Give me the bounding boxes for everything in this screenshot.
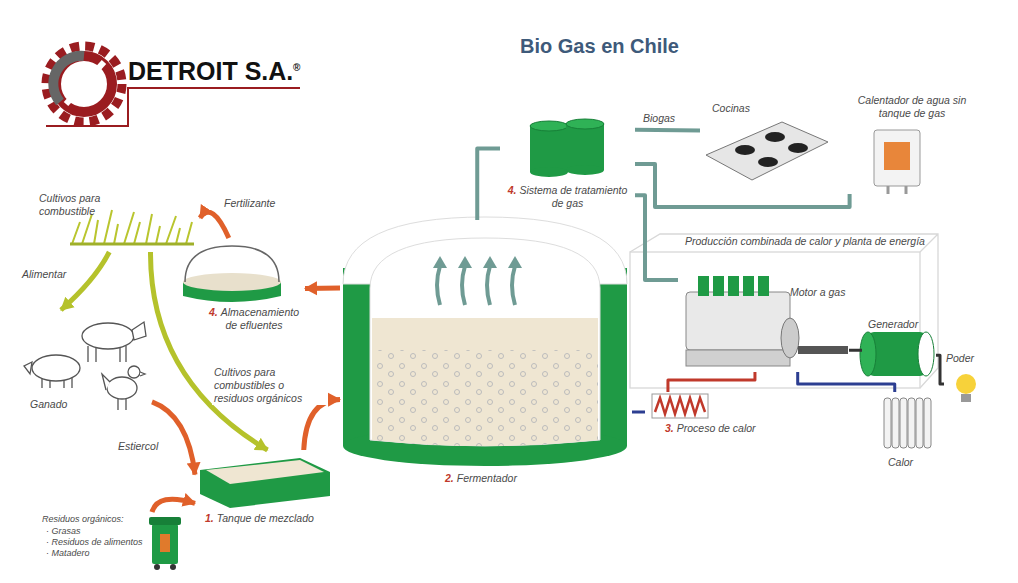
callout-number: 3. [665,422,674,434]
label-block: Poder [946,352,974,365]
label-block: Residuos orgánicos: [42,514,124,525]
label-block: 2.Fermentador [445,472,517,485]
gas-engine: Motor a gas [678,268,849,372]
connector [635,195,678,280]
label-block: 4.Almacenamiento de efluentes [206,306,302,332]
connector-label: Biogas [641,112,677,125]
connector [635,128,700,133]
label-block: Calentador de agua sin tanque de gas [849,94,975,120]
light-bulb [956,374,976,402]
connector [635,164,850,207]
connector [798,372,895,392]
label-block: · Residuos de alimentos [46,537,143,548]
organic-waste-bin: Residuos orgánicos: · Grasas· Residuos de… [40,512,180,578]
connector [304,400,340,450]
node-label: · Residuos de alimentos [46,537,143,547]
chp-plant-frame [630,234,938,388]
diagram-title: Bio Gas en Chile [520,35,679,58]
node-label: Calor [888,456,913,468]
label-block: Motor a gas [790,286,845,299]
callout-number: 2. [445,472,454,484]
node-label: · Grasas [46,526,81,536]
connector [305,286,340,291]
livestock: Ganado [22,310,152,418]
node-label: Tanque de mezclado [217,512,314,524]
label-block: Generador [868,318,918,331]
effluent-storage-dome [183,246,281,302]
label-block: · Matadero [46,548,90,559]
node-label: Sistema de tratamiento de gas [519,184,627,209]
radiator [884,398,931,448]
label-block: Ganado [30,398,67,411]
connector-label: Alimentar [20,268,68,281]
tankless-water-heater [874,130,920,194]
label-block: Cocinas [712,102,750,115]
node-label: Generador [868,318,918,330]
node-label: Poder [946,352,974,364]
node-label: Cultivos para combustible [39,192,100,217]
connector [936,355,944,384]
connector [150,252,267,450]
callout-number: 1. [205,512,214,524]
cooktops: Cocinas [700,100,828,202]
gas-treatment-cylinders [530,119,604,177]
fuel-crops: Cultivos para combustible [35,190,200,252]
registered-mark: ® [293,62,300,73]
connector [477,148,500,220]
radiator-heat: Calor [878,392,940,472]
label-block: 4.Sistema de tratamiento de gas [504,184,631,210]
mixing-tank [200,458,330,508]
node-label: Proceso de calor [677,422,756,434]
chp-plant-box: Producción combinada de calor y planta d… [625,230,940,390]
label-block: Producción combinada de calor y planta d… [685,235,925,248]
fermenter: 2.Fermentador [340,220,632,492]
node-label: Cocinas [712,102,750,114]
connector-label: Cultivos para combustibles o residuos or… [212,366,328,405]
logo-gear [46,46,300,126]
stove-cooktop [706,122,828,180]
connector [200,212,229,238]
logo-text: DETROIT S.A. [128,57,293,86]
callout-number: 4. [508,184,517,196]
connector [152,499,195,512]
effluent-storage: 4.Almacenamiento de efluentes [178,238,305,350]
fermenter-tank [343,217,627,466]
connector [632,411,645,414]
livestock-animals [24,322,146,410]
node-label: Almacenamiento de efluentes [221,306,299,331]
connector-label: Fertilizante [222,197,277,210]
node-label: Calentador de agua sin tanque de gas [858,94,967,119]
mixing-tank: 1.Tanque de mezclado [195,450,340,532]
generator [860,332,934,376]
generator: Generador [862,318,936,380]
node-label: Fermentador [457,472,517,484]
label-block: 3.Proceso de calor [665,422,756,435]
node-label: · Matadero [46,548,90,558]
gas-engine [686,276,848,366]
node-label: Ganado [30,398,67,410]
heat-exchanger-coil [652,394,708,418]
connector [152,402,195,475]
callout-number: 4. [209,306,218,318]
node-label: Residuos orgánicos: [42,514,124,524]
label-block: Calor [888,456,913,469]
connector [849,349,862,352]
water-heater: Calentador de agua sin tanque de gas [832,94,992,194]
waste-bin [149,517,181,570]
heat-process: 3.Proceso de calor [645,392,780,442]
label-block: Cultivos para combustible [39,192,129,218]
connector [668,372,755,392]
label-block: · Grasas [46,526,81,537]
power-bulb: Poder [944,352,988,408]
label-block: 1.Tanque de mezclado [205,512,314,525]
connector-label: Estiercol [116,440,160,453]
gas-treatment: 4.Sistema de tratamiento de gas [500,112,635,216]
node-label: Producción combinada de calor y planta d… [685,235,925,247]
node-label: Motor a gas [790,286,845,298]
